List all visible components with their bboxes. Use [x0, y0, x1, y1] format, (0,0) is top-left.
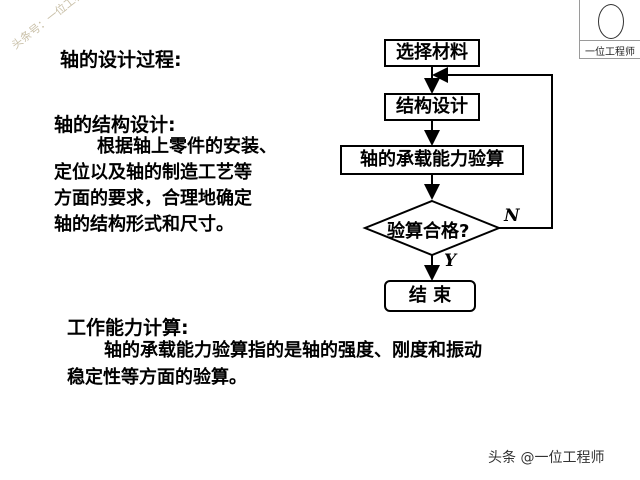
page-title: 轴的设计过程:	[60, 49, 182, 71]
step-select-material: 选择材料	[384, 39, 480, 67]
calc-line-1: 轴的承载能力验算指的是轴的强度、刚度和振动	[104, 340, 482, 361]
structure-line-1: 根据轴上零件的安装、	[97, 136, 277, 157]
calc-heading: 工作能力计算:	[67, 317, 189, 339]
calc-line-2: 稳定性等方面的验算。	[67, 367, 247, 388]
structure-line-2: 定位以及轴的制造工艺等	[54, 162, 252, 183]
yes-label: Y	[444, 251, 457, 271]
arrow-no-loop	[432, 67, 553, 229]
structure-line-4: 轴的结构形式和尺寸。	[54, 214, 234, 235]
structure-heading: 轴的结构设计:	[54, 114, 176, 136]
logo-seal-icon	[598, 4, 624, 39]
step-load-check: 轴的承载能力验算	[340, 145, 524, 175]
structure-line-3: 方面的要求，合理地确定	[54, 188, 252, 209]
footer-credit: 头条 @一位工程师	[488, 450, 605, 466]
decision-label: 验算合格?	[387, 221, 470, 242]
step-structure-design: 结构设计	[384, 93, 480, 121]
no-label: N	[504, 206, 520, 226]
logo-caption: 一位工程师	[580, 40, 640, 58]
end-box: 结 束	[384, 280, 476, 312]
logo: 一位工程师	[579, 0, 640, 59]
